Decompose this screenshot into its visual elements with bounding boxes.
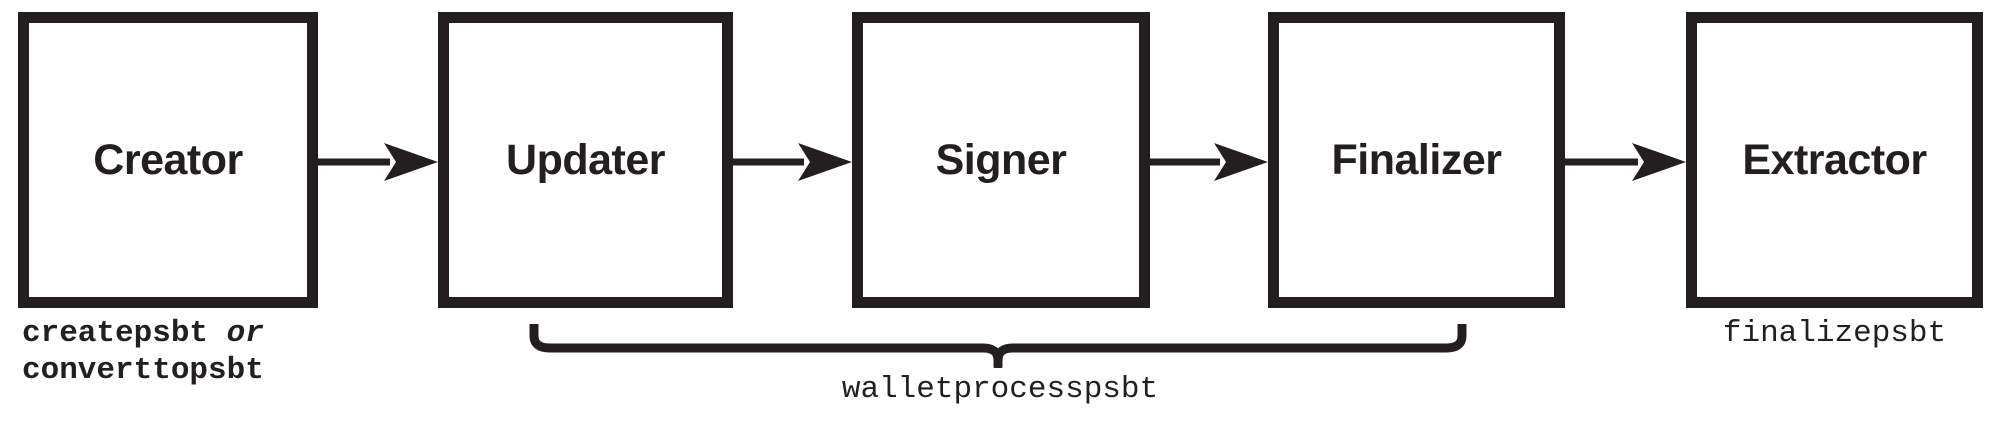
arrow-right-icon-finalizer-to-extractor bbox=[1565, 140, 1686, 184]
arrow-right-icon-creator-to-updater bbox=[318, 140, 438, 184]
brace-command-caption: walletprocesspsbt bbox=[700, 372, 1300, 409]
arrow-right-icon-updater-to-signer bbox=[733, 140, 852, 184]
stage-label-updater: Updater bbox=[506, 135, 665, 184]
stage-box-creator[interactable]: Creator bbox=[18, 12, 318, 308]
stage-box-extractor[interactable]: Extractor bbox=[1686, 12, 1983, 308]
stage-label-extractor: Extractor bbox=[1742, 135, 1927, 184]
creator-command-caption: createpsbt or converttopsbt bbox=[22, 316, 362, 389]
creator-command-line-2: converttopsbt bbox=[22, 352, 264, 388]
stage-label-finalizer: Finalizer bbox=[1331, 135, 1502, 184]
stage-label-signer: Signer bbox=[935, 135, 1067, 184]
creator-command-conjunction: or bbox=[226, 316, 264, 351]
extractor-command-finalizepsbt: finalizepsbt bbox=[1722, 316, 1947, 351]
creator-command-createpsbt: createpsbt bbox=[22, 316, 209, 351]
creator-command-line-1: createpsbt or bbox=[22, 316, 362, 353]
arrow-right-icon-signer-to-finalizer bbox=[1150, 140, 1268, 184]
stage-label-creator: Creator bbox=[93, 135, 243, 184]
extractor-command-caption: finalizepsbt bbox=[1686, 316, 1983, 353]
stage-box-finalizer[interactable]: Finalizer bbox=[1268, 12, 1565, 308]
brace-command-walletprocesspsbt: walletprocesspsbt bbox=[841, 372, 1159, 407]
stage-box-signer[interactable]: Signer bbox=[852, 12, 1150, 308]
curly-brace-down-icon bbox=[528, 322, 1468, 368]
stage-box-updater[interactable]: Updater bbox=[438, 12, 733, 308]
